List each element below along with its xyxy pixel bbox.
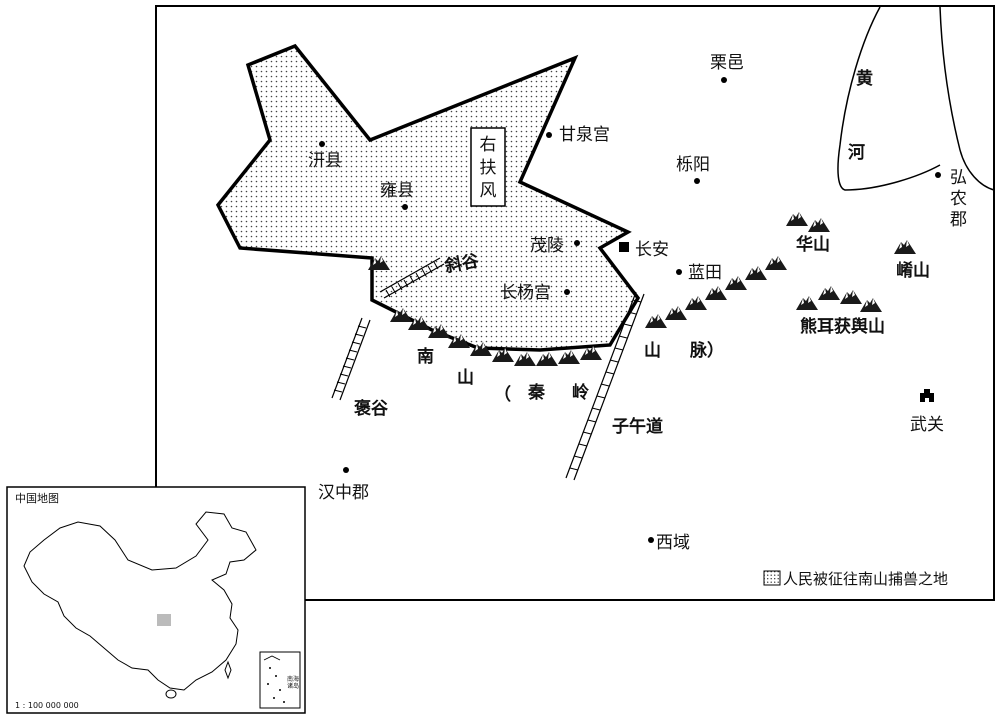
lantian-label: 蓝田 xyxy=(688,263,722,283)
huanghe-char-1: 黄 xyxy=(856,68,873,89)
hongnong-char-1: 弘 xyxy=(950,168,967,188)
map-frame xyxy=(155,5,995,601)
youfufeng-label-box xyxy=(470,127,506,207)
hainan-island xyxy=(165,689,177,699)
south-china-sea-inset xyxy=(259,651,301,709)
xiyu-label: 西域 xyxy=(656,533,690,553)
ganquan-label: 甘泉宫 xyxy=(559,125,610,145)
youfufeng-char-2: 扶 xyxy=(480,158,497,178)
ziwu-road xyxy=(565,291,645,481)
scs-char-3: 诸 xyxy=(287,682,293,690)
wuguan-pass-icon xyxy=(920,389,934,402)
legend-swatch xyxy=(763,570,781,586)
hongnong-char-3: 郡 xyxy=(950,210,967,230)
inset-frame xyxy=(6,486,306,714)
ziwu-label: 子午道 xyxy=(612,416,663,437)
liyi-dot xyxy=(721,77,727,83)
youfufeng-char-3: 风 xyxy=(480,181,497,201)
inset-scale: 1 : 100 000 000 xyxy=(15,701,79,710)
legend: 人民被征往南山捕兽之地 xyxy=(763,570,948,588)
nanshan-char-7: 脉） xyxy=(689,340,724,361)
nanshan-char-1: 南 xyxy=(417,346,434,367)
baogu-road xyxy=(331,317,371,401)
hongnong-dot xyxy=(935,172,941,178)
nanshan-char-4: 秦 xyxy=(528,382,545,403)
youfufeng-char-1: 右 xyxy=(480,135,497,155)
nanshan-char-3: （ xyxy=(494,384,511,405)
ganquan-dot xyxy=(546,132,552,138)
huanghe-char-2: 河 xyxy=(848,143,865,163)
huashan-peaks xyxy=(786,212,830,232)
lantian-dot xyxy=(676,269,682,275)
xiaoshan-peak xyxy=(894,240,916,254)
taiwan-island xyxy=(224,660,232,680)
yellow-river xyxy=(837,6,995,191)
xiaoshan-label: 崤山 xyxy=(896,260,930,281)
hongnong-char-2: 农 xyxy=(950,189,967,209)
maoling-label: 茂陵 xyxy=(530,236,564,256)
xiegu-road xyxy=(379,257,445,299)
changan-label: 长安 xyxy=(635,240,669,260)
qianxian-dot xyxy=(319,141,325,147)
south-china-sea-coast xyxy=(263,655,281,661)
scs-char-1: 南 xyxy=(287,675,293,683)
scs-char-4: 岛 xyxy=(293,682,299,690)
region-highlight xyxy=(157,614,171,626)
nanshan-char-2: 山 xyxy=(457,368,474,388)
legend-label: 人民被征往南山捕兽之地 xyxy=(783,570,948,588)
youfufeng-region xyxy=(215,43,641,352)
qianxian-label: 汧县 xyxy=(308,151,342,171)
yongxian-label: 雍县 xyxy=(380,181,414,201)
xiong-peaks xyxy=(796,286,882,312)
changan-capital-icon xyxy=(619,242,629,252)
xiong-label: 熊耳获舆山 xyxy=(800,316,885,337)
wuguan-label: 武关 xyxy=(910,415,944,435)
yueyang-label: 栎阳 xyxy=(676,155,710,175)
hanzhong-dot xyxy=(343,467,349,473)
nanshan-char-6: 山 xyxy=(644,341,661,361)
nanshan-char-5: 岭 xyxy=(572,382,589,403)
yueyang-dot xyxy=(694,178,700,184)
baogu-label: 褒谷 xyxy=(353,398,389,419)
xiyu-dot xyxy=(648,537,654,543)
inset-title: 中国地图 xyxy=(15,492,59,505)
changyang-dot xyxy=(564,289,570,295)
south-china-sea-islands xyxy=(267,667,285,703)
changyang-label: 长杨宫 xyxy=(500,283,551,303)
yongxian-dot xyxy=(402,204,408,210)
maoling-dot xyxy=(574,240,580,246)
hanzhong-label: 汉中郡 xyxy=(318,483,369,503)
huashan-label: 华山 xyxy=(796,234,830,255)
liyi-label: 栗邑 xyxy=(710,53,744,73)
scs-char-2: 海 xyxy=(293,675,299,683)
china-outline xyxy=(23,511,257,691)
